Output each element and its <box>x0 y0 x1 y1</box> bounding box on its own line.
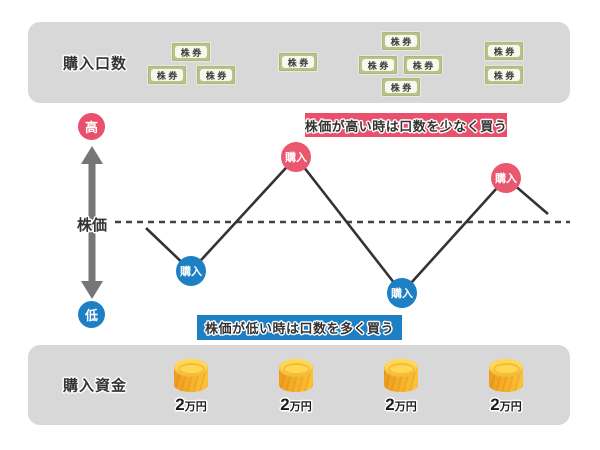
coin-amount-value: 2 <box>280 395 290 414</box>
certificate-label: 株 券 <box>488 69 520 81</box>
certificate-label: 株 券 <box>282 56 314 68</box>
low-price-banner: 株価が低い時は口数を多く買う <box>197 315 402 340</box>
price-high-badge: 高 <box>78 113 105 140</box>
stock-certificate: 株 券 <box>484 41 524 61</box>
certificate-label: 株 券 <box>385 81 417 93</box>
coin-amount: 2万円 <box>373 396 429 414</box>
coin-amount-value: 2 <box>490 395 500 414</box>
coin-amount-value: 2 <box>385 395 395 414</box>
purchase-marker-high: 購入 <box>281 142 311 172</box>
stock-certificate: 株 券 <box>278 52 318 72</box>
stock-certificate: 株 券 <box>381 31 421 51</box>
coin-item: 2万円 <box>268 359 324 414</box>
certificate-label: 株 券 <box>385 35 417 47</box>
coin-item: 2万円 <box>373 359 429 414</box>
coin-icon <box>174 359 208 392</box>
purchase-marker-low: 購入 <box>387 278 417 308</box>
certificate-label: 株 券 <box>175 46 207 58</box>
coin-amount: 2万円 <box>478 396 534 414</box>
price-low-badge: 低 <box>78 301 105 328</box>
stock-certificate: 株 券 <box>196 65 236 85</box>
certificate-label: 株 券 <box>151 69 183 81</box>
coin-icon <box>489 359 523 392</box>
high-price-banner: 株価が高い時は口数を少なく買う <box>305 113 507 137</box>
purchase-marker-low: 購入 <box>176 256 206 286</box>
purchase-funds-label: 購入資金 <box>63 377 128 395</box>
coin-item: 2万円 <box>478 359 534 414</box>
stock-certificate: 株 券 <box>171 42 211 62</box>
coin-amount: 2万円 <box>163 396 219 414</box>
stock-certificate: 株 券 <box>147 65 187 85</box>
certificate-label: 株 券 <box>407 59 439 71</box>
coin-amount-unit: 万円 <box>289 401 312 413</box>
stock-certificate: 株 券 <box>381 77 421 97</box>
price-range-arrow-icon <box>81 146 103 299</box>
coin-icon <box>279 359 313 392</box>
coin-amount-unit: 万円 <box>499 401 522 413</box>
price-axis-label: 株価 <box>77 217 108 234</box>
stock-certificate: 株 券 <box>403 55 443 75</box>
coin-amount-unit: 万円 <box>394 401 417 413</box>
stock-certificate: 株 券 <box>484 65 524 85</box>
coin-amount: 2万円 <box>268 396 324 414</box>
coin-amount-unit: 万円 <box>184 401 207 413</box>
coin-item: 2万円 <box>163 359 219 414</box>
stock-certificate: 株 券 <box>358 55 398 75</box>
coin-amount-value: 2 <box>175 395 185 414</box>
certificate-label: 株 券 <box>362 59 394 71</box>
certificate-label: 株 券 <box>200 69 232 81</box>
price-line <box>145 155 549 295</box>
purchase-units-label: 購入口数 <box>63 55 128 72</box>
purchase-marker-high: 購入 <box>491 163 521 193</box>
certificate-label: 株 券 <box>488 45 520 57</box>
coin-icon <box>384 359 418 392</box>
